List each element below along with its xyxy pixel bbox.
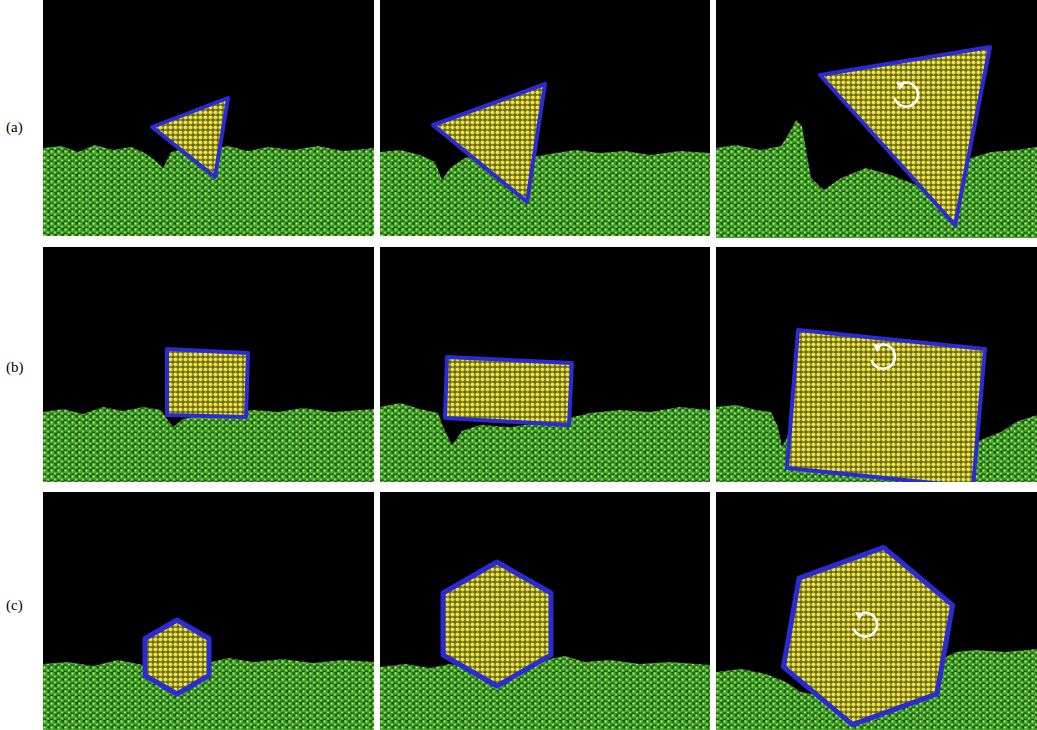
panel-row-label: (a) — [6, 119, 23, 136]
panel-row-label: (c) — [6, 597, 23, 614]
panel-row-label: (b) — [6, 359, 24, 376]
